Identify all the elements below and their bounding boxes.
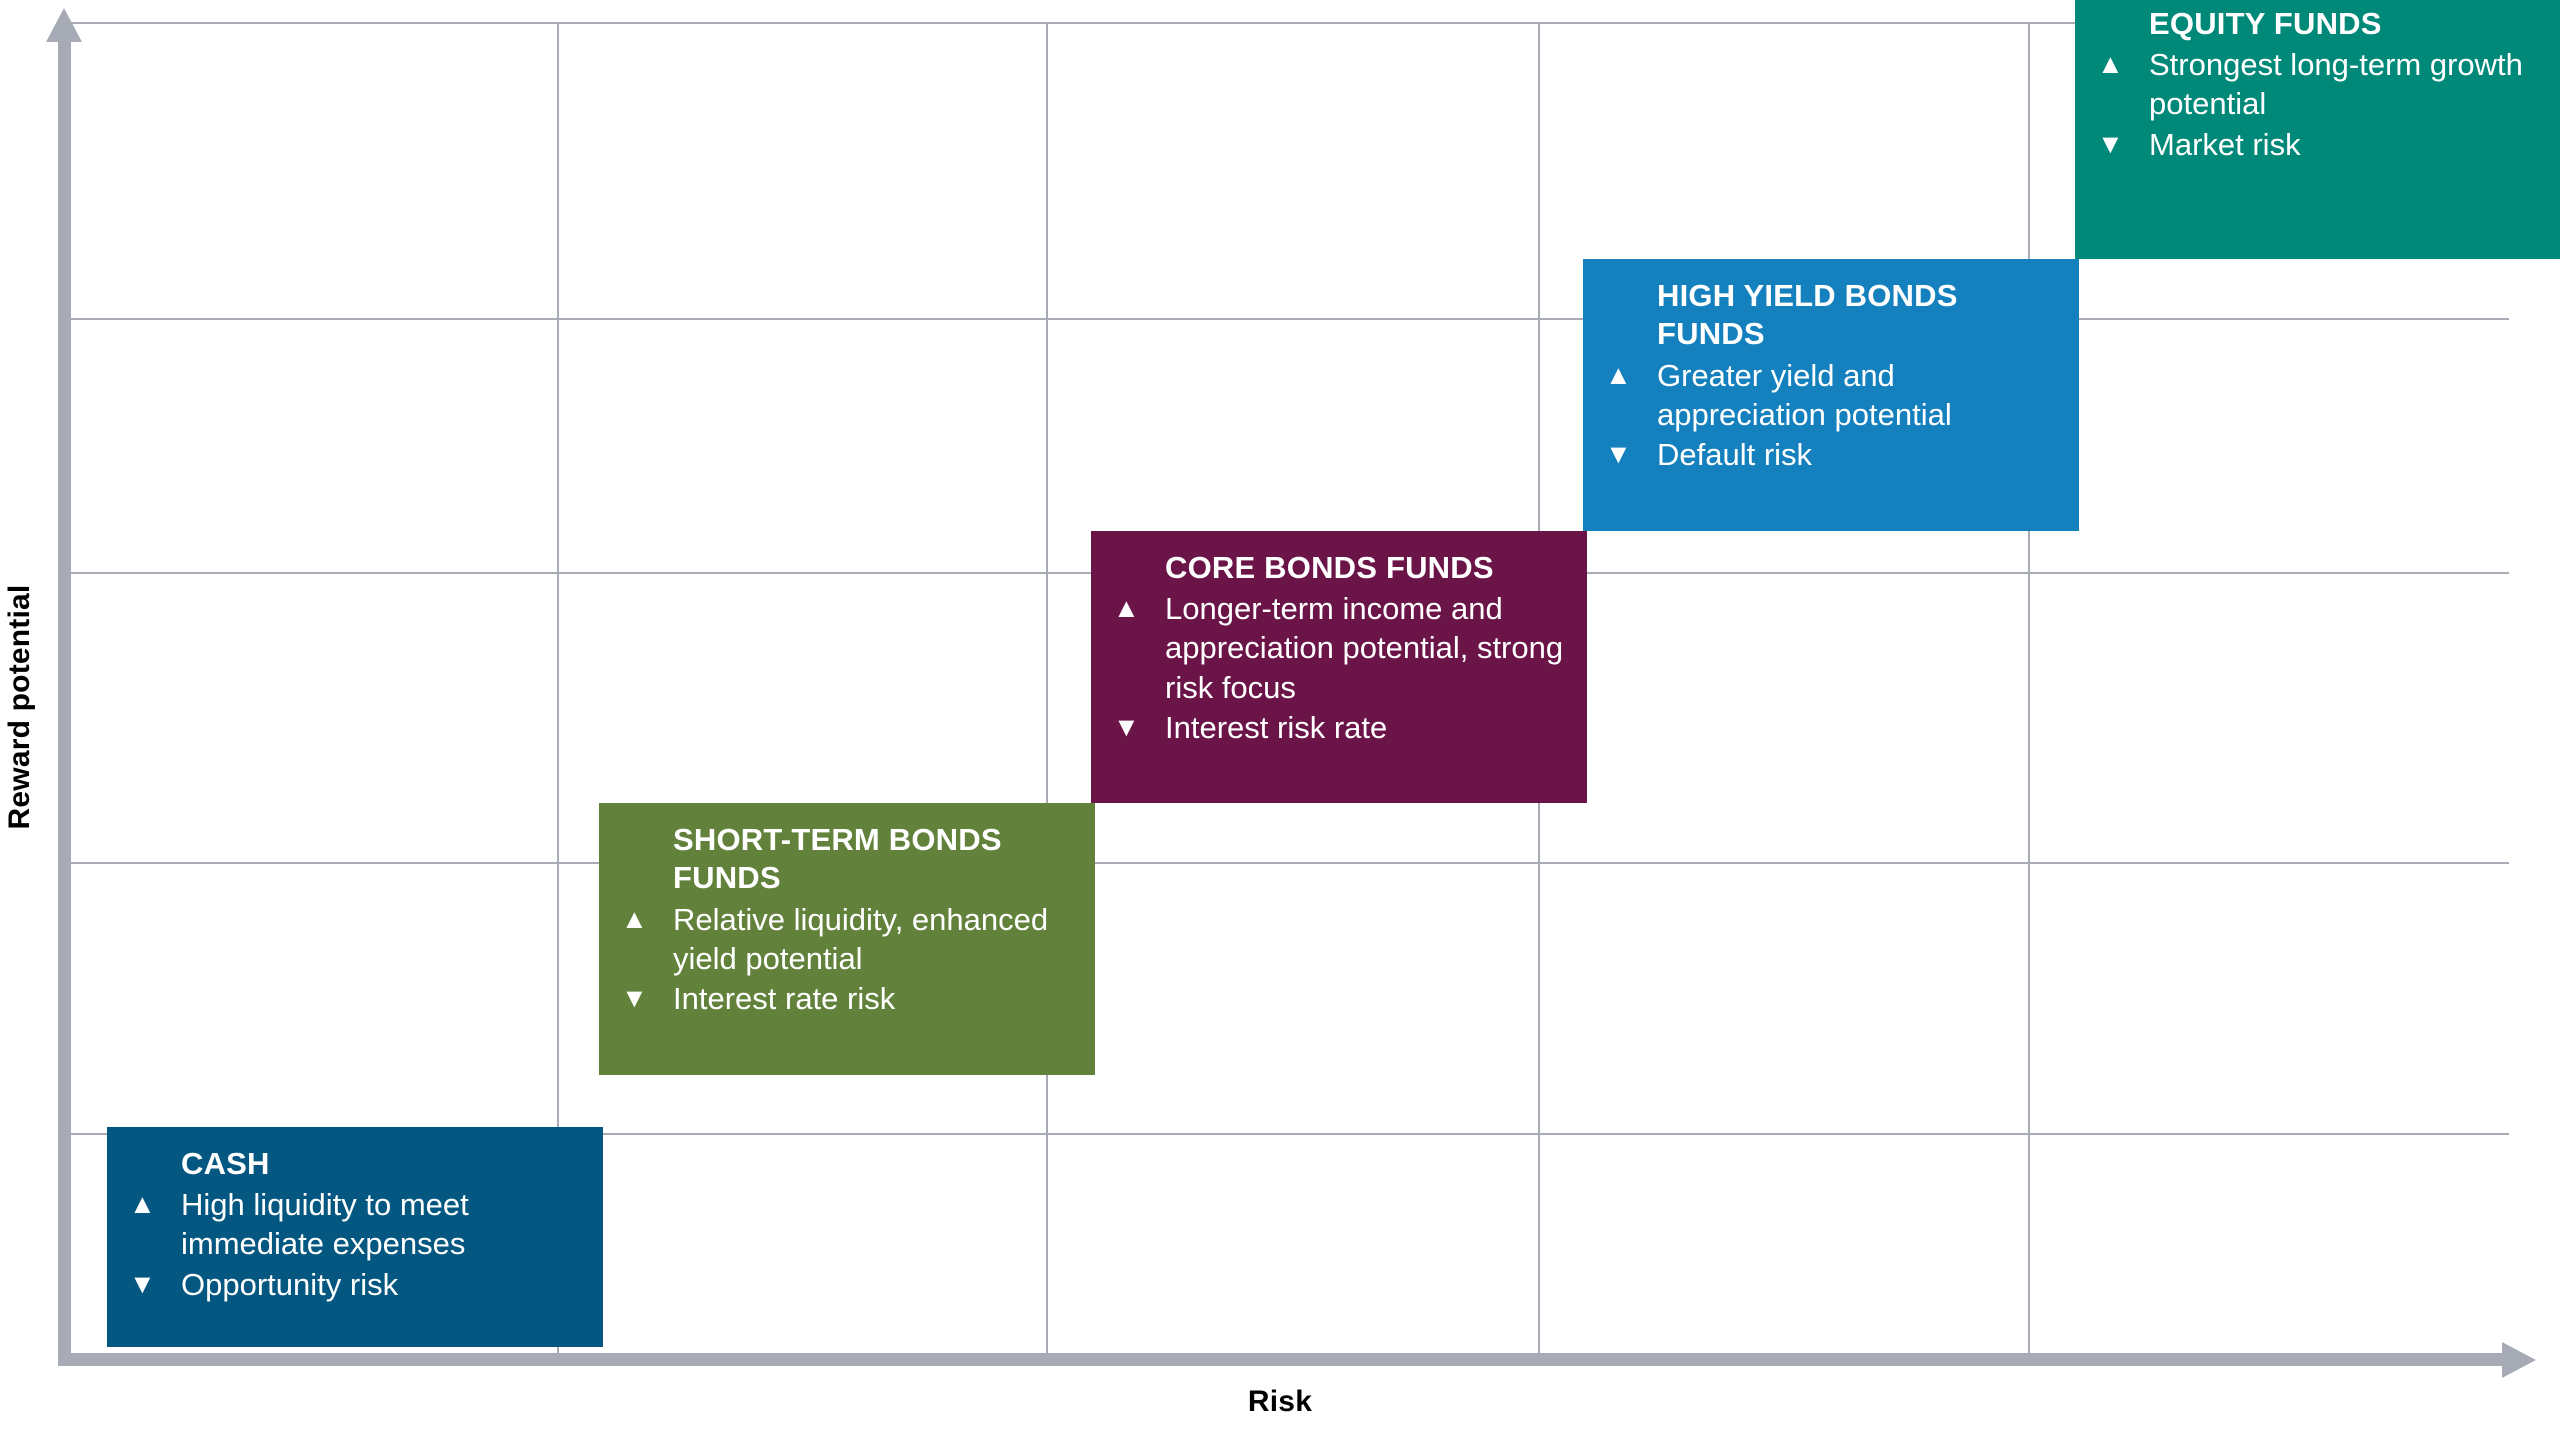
plot-area: CASH ▲ High liquidity to meet immediate ex… — [71, 0, 2560, 1353]
y-axis-title: Reward potential — [3, 584, 36, 830]
tier-point: ▲ High liquidity to meet immediate expens… — [129, 1185, 581, 1263]
tier-point-text: Longer-term income and appreciation pote… — [1165, 591, 1564, 705]
tier-point: ▲ Strongest long-term growth potential — [2097, 45, 2549, 123]
tier-point-text: Interest risk rate — [1165, 709, 1388, 745]
tier-title-equity-funds: EQUITY FUNDS — [2149, 6, 2382, 41]
tier-points-equity-funds: ▲ Strongest long-term growth potential ▼ Ma… — [2097, 45, 2549, 163]
tier-point-text: Strongest long-term growth potential — [2149, 47, 2523, 122]
y-axis-line — [58, 38, 71, 1366]
tier-box-cash[interactable]: CASH ▲ High liquidity to meet immediate ex… — [107, 1127, 603, 1347]
tier-point-text: Default risk — [1657, 436, 1813, 472]
x-axis-title: Risk — [1247, 1385, 1313, 1418]
tier-point-text: Relative liquidity, enhanced yield poten… — [673, 901, 1049, 976]
tier-title-high-yield-bonds-funds: HIGH YIELD BONDS FUNDS — [1657, 278, 1958, 352]
tier-box-high-yield-bonds-funds[interactable]: HIGH YIELD BONDS FUNDS ▲ Greater yield and… — [1583, 259, 2079, 531]
tier-box-equity-funds[interactable]: EQUITY FUNDS ▲ Strongest long-term growth … — [2075, 0, 2560, 259]
triangle-up-icon: ▲ — [621, 903, 648, 934]
tier-title-short-term-bonds-funds: SHORT-TERM BONDS FUNDS — [673, 822, 1002, 896]
tier-point: ▲ Longer-term income and appreciation pot… — [1113, 589, 1565, 706]
tier-box-short-term-bonds-funds[interactable]: SHORT-TERM BONDS FUNDS ▲ Relative liquidit… — [599, 803, 1095, 1075]
triangle-down-icon: ▼ — [2097, 128, 2124, 159]
gridline-horizontal-4 — [71, 1133, 2509, 1135]
gridline-vertical-1 — [1046, 22, 1048, 1353]
tier-title-core-bonds-funds: CORE BONDS FUNDS — [1165, 550, 1494, 585]
tier-box-core-bonds-funds[interactable]: CORE BONDS FUNDS ▲ Longer-term income and … — [1091, 531, 1587, 803]
tier-point-text: High liquidity to meet immediate expense… — [181, 1187, 469, 1262]
x-axis-arrow-icon — [2502, 1342, 2536, 1378]
triangle-up-icon: ▲ — [129, 1189, 156, 1220]
gridline-vertical-0 — [557, 22, 559, 1353]
tier-point-text: Market risk — [2149, 126, 2301, 162]
tier-point-text: Opportunity risk — [181, 1266, 399, 1302]
tier-points-core-bonds-funds: ▲ Longer-term income and appreciation pot… — [1113, 589, 1565, 746]
tier-point-text: Greater yield and appreciation potential — [1657, 357, 1952, 432]
tier-point: ▼ Market risk — [2097, 125, 2549, 164]
tier-point: ▼ Interest rate risk — [621, 979, 1073, 1018]
tier-point: ▼ Interest risk rate — [1113, 708, 1565, 747]
triangle-down-icon: ▼ — [129, 1268, 156, 1299]
triangle-up-icon: ▲ — [2097, 49, 2124, 80]
triangle-up-icon: ▲ — [1605, 359, 1632, 390]
gridline-horizontal-1 — [71, 318, 2509, 320]
triangle-up-icon: ▲ — [1113, 593, 1140, 624]
gridline-vertical-3 — [2028, 22, 2030, 1353]
tier-point: ▼ Opportunity risk — [129, 1265, 581, 1304]
triangle-down-icon: ▼ — [621, 982, 648, 1013]
gridline-horizontal-0 — [71, 22, 2509, 24]
tier-point: ▲ Greater yield and appreciation potentia… — [1605, 356, 2057, 434]
tier-point: ▲ Relative liquidity, enhanced yield pote… — [621, 900, 1073, 978]
tier-point-text: Interest rate risk — [673, 980, 896, 1016]
tier-points-short-term-bonds-funds: ▲ Relative liquidity, enhanced yield pote… — [621, 900, 1073, 1018]
y-axis-arrow-icon — [46, 8, 82, 42]
tier-title-cash: CASH — [181, 1146, 270, 1181]
gridline-horizontal-3 — [71, 862, 2509, 864]
triangle-down-icon: ▼ — [1605, 438, 1632, 469]
tier-point: ▼ Default risk — [1605, 435, 2057, 474]
x-axis-line — [58, 1353, 2510, 1366]
tier-points-cash: ▲ High liquidity to meet immediate expens… — [129, 1185, 581, 1303]
tier-points-high-yield-bonds-funds: ▲ Greater yield and appreciation potentia… — [1605, 356, 2057, 474]
triangle-down-icon: ▼ — [1113, 711, 1140, 742]
